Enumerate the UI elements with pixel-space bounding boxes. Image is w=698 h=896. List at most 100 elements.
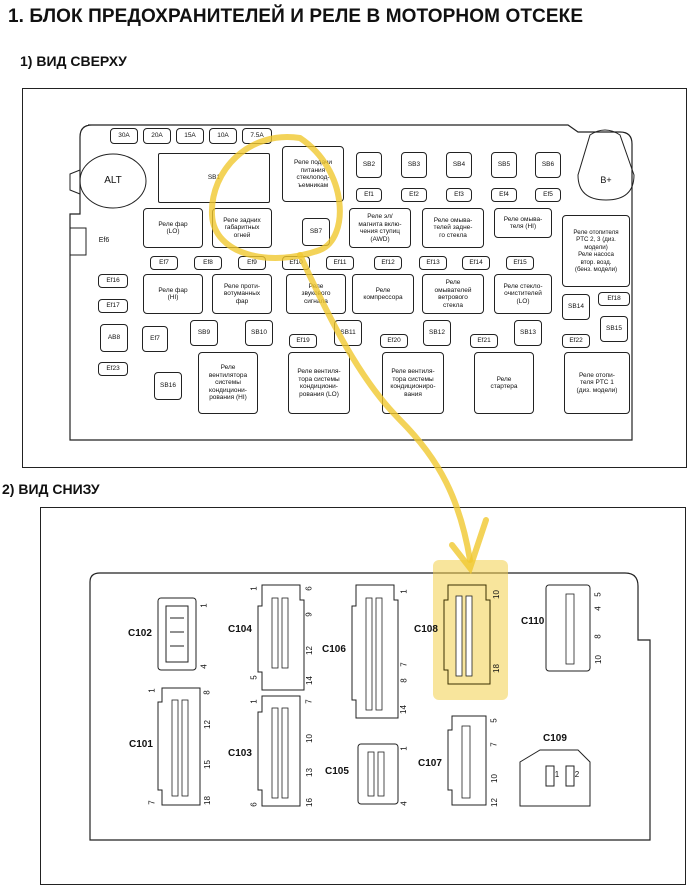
page-title: 1. БЛОК ПРЕДОХРАНИТЕЛЕЙ И РЕЛЕ В МОТОРНО… [8, 6, 584, 27]
fuse-rating-15a: 15A [176, 128, 204, 144]
ef16-fuse: Ef16 [98, 274, 128, 288]
ef12-fuse: Ef12 [374, 256, 402, 270]
relay-windshield-washer: Реле омывателей ветрового стекла [422, 274, 484, 314]
c108-pin-18: 18 [491, 664, 501, 673]
ef15-fuse: Ef15 [506, 256, 534, 270]
relay-ptc-1: Реле отопи- теля PTC 1 (диз. модели) [564, 352, 630, 414]
sb13-fuse: SB13 [514, 320, 542, 346]
ef5-fuse: Ef5 [535, 188, 561, 202]
relay-compressor: Реле компрессора [352, 274, 414, 314]
relay-ac-fan-hi: Реле вентилятора системы кондициони- ров… [198, 352, 258, 414]
sb2-fuse: SB2 [356, 152, 382, 178]
ab8-fuse: AB8 [100, 324, 128, 352]
top-view-heading: 1) ВИД СВЕРХУ [20, 53, 127, 69]
sb5-fuse: SB5 [491, 152, 517, 178]
c109-pin-1: 1 [554, 770, 560, 779]
relay-hub-clutch: Реле эл/ магнита вклю- чения ступиц (AWD… [349, 208, 411, 248]
ef8-fuse: Ef8 [194, 256, 222, 270]
c109-pin-2: 2 [574, 770, 580, 779]
c104-pin-6: 6 [304, 586, 314, 591]
connector-c104-label: C104 [228, 624, 252, 635]
relay-headlight-hi: Реле фар (HI) [143, 274, 203, 314]
c101-pin-8: 8 [202, 690, 212, 695]
relay-fog-lights: Реле проти- вотуманных фар [212, 274, 272, 314]
relay-ptc-2-3: Реле отопителя PTC 2, 3 (диз. модели) Ре… [562, 215, 630, 287]
c104-pin-5: 5 [249, 675, 259, 680]
c107-pin-7: 7 [489, 742, 499, 747]
relay-headlight-lo: Реле фар (LO) [143, 208, 203, 248]
c108-pin-10: 10 [491, 590, 501, 599]
connector-c103-label: C103 [228, 748, 252, 759]
ef7-fuse: Ef7 [150, 256, 178, 270]
c103-pin-13: 13 [304, 768, 314, 777]
bplus-label: B+ [600, 175, 612, 185]
c101-pin-7: 7 [147, 800, 157, 805]
ef23-fuse: Ef23 [98, 362, 128, 376]
c110-pin-4: 4 [593, 606, 603, 611]
c110-pin-10: 10 [593, 655, 603, 664]
bottom-view-heading: 2) ВИД СНИЗУ [2, 481, 100, 497]
sb10-fuse: SB10 [245, 320, 273, 346]
connector-c105-label: C105 [325, 766, 349, 777]
sb6-fuse: SB6 [535, 152, 561, 178]
c103-pin-7: 7 [304, 699, 314, 704]
c107-pin-12: 12 [489, 798, 499, 807]
c105-pin-4: 4 [399, 801, 409, 806]
sb12-fuse: SB12 [423, 320, 451, 346]
sb7-fuse: SB7 [302, 218, 330, 246]
ef6-fuse: Ef6 [98, 237, 110, 244]
sb4-fuse: SB4 [446, 152, 472, 178]
fuse-rating-10a: 10A [209, 128, 237, 144]
c101-pin-18: 18 [202, 796, 212, 805]
c102-pin-1: 1 [199, 603, 209, 608]
ef20-fuse: Ef20 [380, 334, 408, 348]
bottom-view-frame [40, 507, 686, 885]
c103-pin-10: 10 [304, 734, 314, 743]
c107-pin-5: 5 [489, 718, 499, 723]
c104-pin-9: 9 [304, 612, 314, 617]
c101-pin-1: 1 [147, 688, 157, 693]
connector-c101-label: C101 [129, 739, 153, 750]
ef13-fuse: Ef13 [419, 256, 447, 270]
c101-pin-12: 12 [202, 720, 212, 729]
c106-pin-8: 8 [399, 678, 409, 683]
c102-pin-4: 4 [199, 664, 209, 669]
c110-pin-5: 5 [593, 592, 603, 597]
c107-pin-10: 10 [489, 774, 499, 783]
ef1-fuse: Ef1 [356, 188, 382, 202]
connector-c107-label: C107 [418, 758, 442, 769]
c104-pin-14: 14 [304, 676, 314, 685]
ef7b-fuse: Ef7 [142, 326, 168, 352]
c103-pin-1: 1 [249, 699, 259, 704]
sb15-fuse: SB15 [600, 316, 628, 342]
ef14-fuse: Ef14 [462, 256, 490, 270]
connector-c106-label: C106 [322, 644, 346, 655]
c106-pin-1: 1 [399, 589, 409, 594]
c105-pin-1: 1 [399, 746, 409, 751]
sb9-fuse: SB9 [190, 320, 218, 346]
ef22-fuse: Ef22 [562, 334, 590, 348]
fuse-rating-20a: 20A [143, 128, 171, 144]
c106-pin-7: 7 [399, 662, 409, 667]
sb3-fuse: SB3 [401, 152, 427, 178]
ef4-fuse: Ef4 [491, 188, 517, 202]
connector-c109-label: C109 [543, 733, 567, 744]
sb16-fuse: SB16 [154, 372, 182, 400]
connector-c102-label: C102 [128, 628, 152, 639]
ef21-fuse: Ef21 [470, 334, 498, 348]
alt-label: ALT [104, 175, 122, 186]
c103-pin-16: 16 [304, 798, 314, 807]
ef19-fuse: Ef19 [289, 334, 317, 348]
c101-pin-15: 15 [202, 760, 212, 769]
connector-c108-label: C108 [414, 624, 438, 635]
relay-starter: Реле стартера [474, 352, 534, 414]
ef2-fuse: Ef2 [401, 188, 427, 202]
fuse-rating-30a: 30A [110, 128, 138, 144]
relay-wiper-lo: Реле стекло- очистителей (LO) [494, 274, 552, 314]
c104-pin-1: 1 [249, 586, 259, 591]
relay-ac-fan-lo: Реле вентиля- тора системы кондициони- р… [288, 352, 350, 414]
sb14-fuse: SB14 [562, 294, 590, 320]
